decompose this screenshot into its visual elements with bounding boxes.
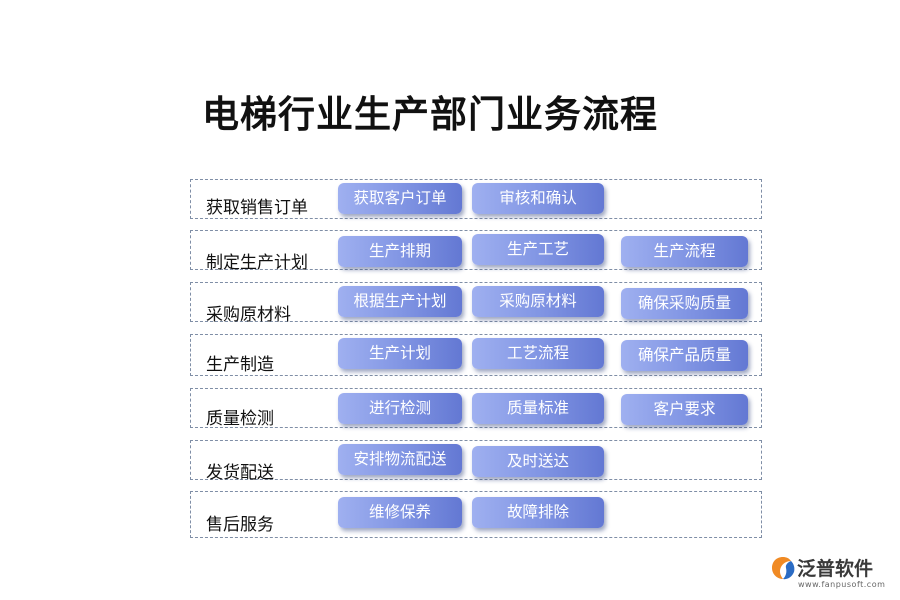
step-button[interactable]: 工艺流程	[472, 338, 604, 369]
row-label: 生产制造	[206, 355, 274, 375]
process-row-4: 质量检测 进行检测 质量标准 客户要求	[190, 388, 762, 429]
step-button[interactable]: 确保采购质量	[621, 288, 748, 319]
step-button[interactable]: 生产排期	[338, 236, 462, 267]
step-button[interactable]: 获取客户订单	[338, 183, 462, 214]
process-row-0: 获取销售订单 获取客户订单 审核和确认	[190, 179, 762, 219]
row-label: 售后服务	[206, 515, 274, 535]
step-button[interactable]: 生产工艺	[472, 234, 604, 265]
step-button[interactable]: 确保产品质量	[621, 340, 748, 371]
brand-url: www.fanpusoft.com	[798, 580, 886, 589]
process-row-5: 发货配送 安排物流配送 及时送达	[190, 440, 762, 483]
step-button[interactable]: 质量标准	[472, 393, 604, 424]
brand-name: 泛普软件	[797, 558, 874, 580]
step-button[interactable]: 维修保养	[338, 497, 462, 528]
step-button[interactable]: 及时送达	[472, 446, 604, 477]
process-row-1: 制定生产计划 生产排期 生产工艺 生产流程	[190, 230, 762, 273]
brand-watermark: 泛普软件 www.fanpusoft.com	[770, 553, 892, 593]
step-button[interactable]: 采购原材料	[472, 286, 604, 317]
step-button[interactable]: 进行检测	[338, 393, 462, 424]
process-row-3: 生产制造 生产计划 工艺流程 确保产品质量	[190, 334, 762, 376]
step-button[interactable]: 故障排除	[472, 497, 604, 528]
step-button[interactable]: 安排物流配送	[338, 444, 462, 475]
step-button[interactable]: 客户要求	[621, 394, 748, 425]
page-title: 电梯行业生产部门业务流程	[202, 93, 658, 136]
step-button[interactable]: 根据生产计划	[338, 286, 462, 317]
fanpu-logo-icon	[772, 557, 795, 580]
row-label: 制定生产计划	[206, 253, 308, 273]
row-label: 获取销售订单	[206, 198, 308, 218]
row-label: 质量检测	[206, 409, 274, 429]
process-row-2: 采购原材料 根据生产计划 采购原材料 确保采购质量	[190, 282, 762, 325]
row-label: 发货配送	[206, 463, 274, 483]
step-button[interactable]: 生产计划	[338, 338, 462, 369]
step-button[interactable]: 生产流程	[621, 236, 748, 267]
process-row-6: 售后服务 维修保养 故障排除	[190, 491, 762, 538]
step-button[interactable]: 审核和确认	[472, 183, 604, 214]
row-label: 采购原材料	[206, 305, 291, 325]
